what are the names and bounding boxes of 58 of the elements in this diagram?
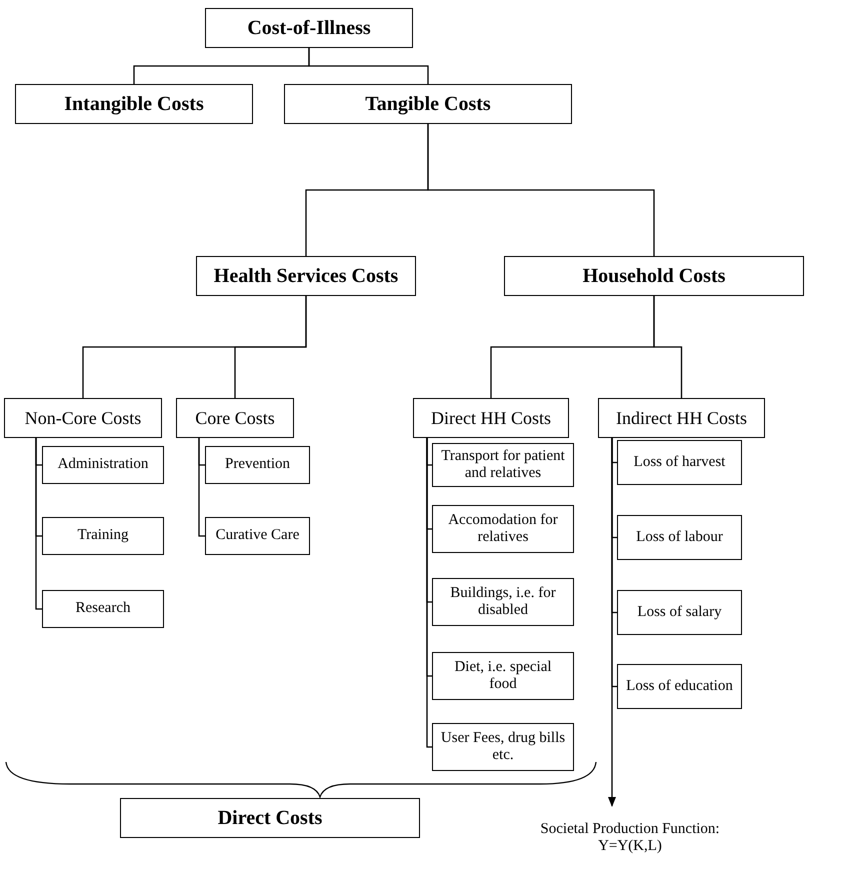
box-label: Curative Care	[216, 527, 300, 545]
box-label: Non-Core Costs	[24, 408, 142, 428]
connector-line	[426, 438, 432, 748]
box-label: Training	[77, 527, 129, 545]
box-label: User Fees, drug bills etc.	[440, 730, 566, 764]
cost-box	[432, 723, 574, 771]
box-label: Direct HH Costs	[431, 408, 551, 428]
cost-box	[617, 440, 742, 485]
cost-box	[413, 398, 569, 438]
arrow	[608, 438, 616, 807]
cost-box	[176, 398, 294, 438]
cost-box	[432, 505, 574, 553]
cost-box	[617, 590, 742, 635]
cost-box	[15, 84, 253, 124]
connector-line	[198, 438, 205, 537]
box-label: Administration	[58, 456, 148, 474]
formula-text: Societal Production Function:	[540, 820, 720, 838]
connector-line	[308, 48, 429, 84]
box-label: Indirect HH Costs	[616, 408, 747, 428]
box-label: Research	[76, 600, 130, 618]
box-label: Intangible Costs	[64, 92, 204, 116]
cost-box	[42, 590, 164, 628]
cost-box	[284, 84, 572, 124]
box-label: Loss of education	[626, 678, 733, 696]
connector-line	[35, 438, 42, 610]
box-label: Tangible Costs	[365, 92, 491, 116]
connector-line	[234, 296, 307, 398]
box-label: Health Services Costs	[214, 264, 398, 288]
cost-box	[617, 664, 742, 709]
cost-box	[42, 517, 164, 555]
cost-box	[504, 256, 804, 296]
box-label: Accomodation for relatives	[447, 512, 559, 546]
box-label: Prevention	[225, 456, 290, 474]
cost-box	[4, 398, 162, 438]
cost-box	[617, 515, 742, 560]
box-label: Diet, i.e. special food	[453, 658, 553, 694]
cost-box	[432, 578, 574, 626]
box-label: Core Costs	[195, 408, 275, 428]
cost-box	[42, 446, 164, 484]
cost-box	[205, 446, 310, 484]
cost-box	[205, 517, 310, 555]
box-label: Transport for patient and relatives	[440, 448, 566, 482]
cost-box	[196, 256, 416, 296]
formula-text: Y=Y(K,L)	[598, 838, 662, 856]
box-label: Direct Costs	[218, 806, 322, 830]
box-label: Household Costs	[582, 264, 726, 288]
box-label: Loss of labour	[636, 528, 723, 546]
box-label: Buildings, i.e. for disabled	[449, 584, 557, 620]
cost-box	[432, 443, 574, 487]
cost-box	[120, 798, 420, 838]
cost-box	[598, 398, 765, 438]
cost-box	[205, 8, 413, 48]
box-label: Cost-of-Illness	[247, 16, 371, 40]
connector-line	[427, 124, 655, 256]
connector-line	[653, 296, 682, 398]
box-label: Loss of salary	[637, 604, 722, 622]
box-label: Loss of harvest	[634, 454, 726, 472]
cost-box	[432, 652, 574, 700]
